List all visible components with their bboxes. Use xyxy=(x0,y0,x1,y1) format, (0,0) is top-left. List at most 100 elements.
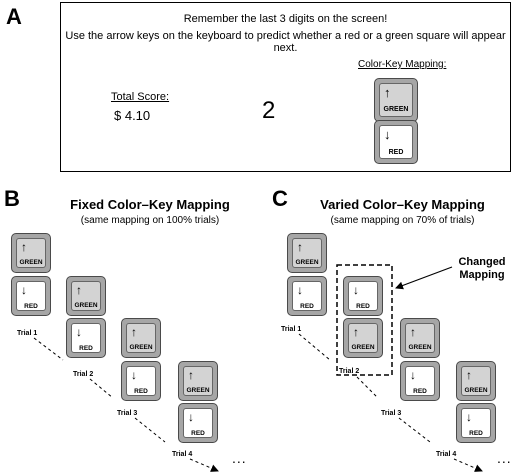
varied-t1-red-key: ↓ RED xyxy=(287,276,327,316)
red-key-label: RED xyxy=(191,430,205,437)
up-arrow-icon: ↑ xyxy=(188,368,194,382)
varied-t2-red-key-changed: ↓ RED xyxy=(343,276,383,316)
key-face: ↓RED xyxy=(405,366,435,396)
fixed-t3-red-key: ↓ RED xyxy=(121,361,161,401)
varied-trial-line-3 xyxy=(398,417,431,443)
varied-t4-red-key: ↓RED xyxy=(456,403,496,443)
up-arrow-icon: ↑ xyxy=(353,325,359,339)
varied-trial-3-label: Trial 3 xyxy=(381,410,402,417)
key-face: ↑ GREEN xyxy=(126,323,156,353)
down-arrow-icon: ↓ xyxy=(76,325,82,339)
green-key-label: GREEN xyxy=(383,106,409,113)
key-face: ↑ GREEN xyxy=(348,323,378,353)
fixed-t2-green-key: ↑ GREEN xyxy=(66,276,106,316)
red-key-label: RED xyxy=(413,388,427,395)
red-key-label: RED xyxy=(356,303,370,310)
green-key-label: GREEN xyxy=(129,344,153,351)
green-key-label: GREEN xyxy=(19,259,43,266)
changed-mapping-box xyxy=(336,264,393,376)
color-key-mapping-label: Color-Key Mapping: xyxy=(358,59,447,70)
varied-t1-green-key: ↑ GREEN xyxy=(287,233,327,273)
key-face: ↓ RED xyxy=(71,323,101,353)
varied-trial-line-2 xyxy=(356,376,379,399)
varied-trial-line-4 xyxy=(453,458,483,472)
up-arrow-icon: ↑ xyxy=(76,283,82,297)
varied-t4-green-key: ↑ GREEN xyxy=(456,361,496,401)
fixed-trial-2-label: Trial 2 xyxy=(73,371,94,378)
varied-t3-green-key: ↑ GREEN xyxy=(400,318,440,358)
green-key-label: GREEN xyxy=(464,387,488,394)
changed-mapping-line-2: Mapping xyxy=(459,269,505,281)
green-key-label: GREEN xyxy=(351,344,375,351)
fixed-trial-line-1 xyxy=(33,337,64,361)
changed-mapping-arrow xyxy=(395,266,453,290)
down-arrow-icon: ↓ xyxy=(297,283,303,297)
panel-letter-a: A xyxy=(6,4,22,29)
instruction-line-1: Remember the last 3 digits on the screen… xyxy=(183,13,388,25)
varied-trial-1-label: Trial 1 xyxy=(281,326,302,333)
fixed-t4-green-key: ↑ GREEN xyxy=(178,361,218,401)
fixed-t2-red-key: ↓ RED xyxy=(66,318,106,358)
green-key-label: GREEN xyxy=(186,387,210,394)
changed-mapping-label: Changed Mapping xyxy=(452,256,512,282)
key-face: ↑ GREEN xyxy=(292,238,322,268)
screen-green-key: ↑ GREEN xyxy=(374,78,418,122)
varied-ellipsis: ... xyxy=(497,450,512,466)
key-face: ↓ RED xyxy=(126,366,156,396)
up-arrow-icon: ↑ xyxy=(410,325,416,339)
varied-trial-line-1 xyxy=(298,333,331,361)
fixed-t1-green-key: ↑GREEN xyxy=(11,233,51,273)
down-arrow-icon: ↓ xyxy=(188,410,194,424)
green-key-label: GREEN xyxy=(74,302,98,309)
varied-mapping-title: Varied Color–Key Mapping xyxy=(320,197,485,212)
panel-letter-c: C xyxy=(272,186,288,211)
down-arrow-icon: ↓ xyxy=(353,283,359,297)
experiment-screen: Remember the last 3 digits on the screen… xyxy=(60,2,511,172)
varied-trial-2-label: Trial 2 xyxy=(339,368,360,375)
up-arrow-icon: ↑ xyxy=(131,325,137,339)
total-score-label: Total Score: xyxy=(111,91,170,103)
fixed-trial-1-label: Trial 1 xyxy=(17,330,38,337)
red-key-label: RED xyxy=(300,303,314,310)
total-score-value: $ 4.10 xyxy=(114,108,151,123)
fixed-trial-3-label: Trial 3 xyxy=(117,410,138,417)
fixed-mapping-title: Fixed Color–Key Mapping xyxy=(70,197,230,212)
varied-trial-4-label: Trial 4 xyxy=(436,451,457,458)
key-face: ↑ GREEN xyxy=(461,366,491,396)
down-arrow-icon: ↓ xyxy=(384,127,391,142)
up-arrow-icon: ↑ xyxy=(384,85,391,100)
displayed-digit: 2 xyxy=(262,97,276,124)
instruction-line-2: Use the arrow keys on the keyboard to pr… xyxy=(65,30,506,54)
varied-t2-green-key-changed: ↑ GREEN xyxy=(343,318,383,358)
key-face: ↑ GREEN xyxy=(183,366,213,396)
fixed-ellipsis: ... xyxy=(232,450,247,466)
key-face: ↓ RED xyxy=(292,281,322,311)
fixed-trial-line-2 xyxy=(89,378,114,399)
fixed-trial-line-3 xyxy=(134,417,166,443)
screen-red-key: ↓RED xyxy=(374,120,418,164)
up-arrow-icon: ↑ xyxy=(466,368,472,382)
key-face: ↑ GREEN xyxy=(405,323,435,353)
green-key-label: GREEN xyxy=(295,259,319,266)
fixed-mapping-subtitle: (same mapping on 100% trials) xyxy=(80,215,220,226)
down-arrow-icon: ↓ xyxy=(131,368,137,382)
key-face: ↓RED xyxy=(379,125,413,159)
red-key-label: RED xyxy=(79,345,93,352)
red-key-label: RED xyxy=(469,430,483,437)
key-face: ↓RED xyxy=(461,408,491,438)
varied-t3-red-key: ↓RED xyxy=(400,361,440,401)
red-key-label: RED xyxy=(24,303,38,310)
fixed-t1-red-key: ↓RED xyxy=(11,276,51,316)
up-arrow-icon: ↑ xyxy=(297,240,303,254)
key-face: ↓ RED xyxy=(348,281,378,311)
red-key-label: RED xyxy=(134,388,148,395)
changed-mapping-line-1: Changed xyxy=(458,256,506,268)
fixed-trial-line-4 xyxy=(189,458,219,472)
fixed-t4-red-key: ↓ RED xyxy=(178,403,218,443)
key-face: ↑ GREEN xyxy=(379,83,413,117)
key-face: ↑ GREEN xyxy=(71,281,101,311)
fixed-t3-green-key: ↑ GREEN xyxy=(121,318,161,358)
green-key-label: GREEN xyxy=(408,344,432,351)
varied-mapping-subtitle: (same mapping on 70% of trials) xyxy=(330,215,475,226)
